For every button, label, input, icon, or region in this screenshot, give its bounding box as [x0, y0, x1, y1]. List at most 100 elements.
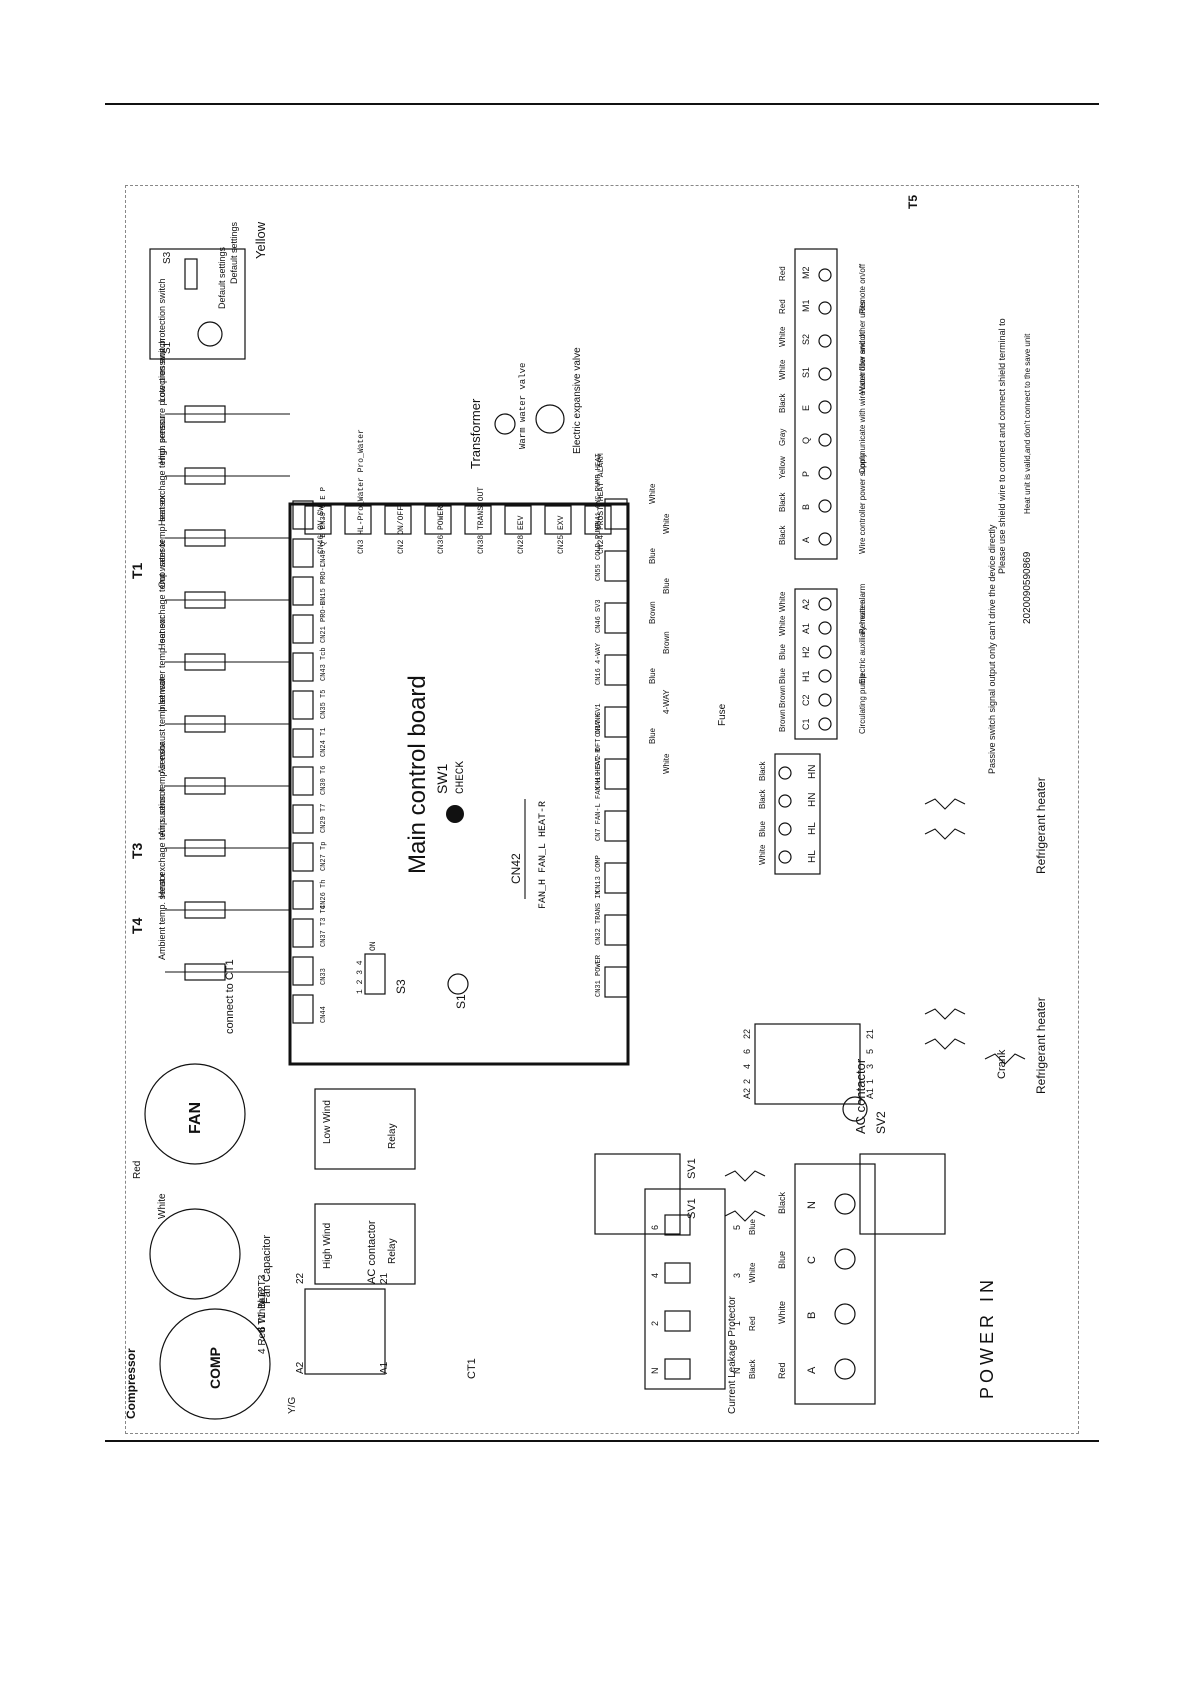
t4-tag: T4: [129, 917, 145, 934]
compressor-motor: [159, 1308, 271, 1420]
mid-relay-a: [594, 1153, 681, 1235]
left-connector-label: CN21 PRO-H: [320, 601, 328, 643]
terminal-wire-label: Brown: [778, 709, 787, 732]
terminal-label: S2: [801, 334, 811, 345]
heater-terminal-label: HL: [807, 850, 818, 863]
mid-relay-b: [859, 1153, 946, 1235]
wiring-svg: Main control board SW1 CHECK S1 S3 ON 1 …: [125, 195, 1048, 1420]
ac-contactor-left-label: AC contactor: [366, 1220, 378, 1284]
leakage-wire-label: Black: [748, 1358, 757, 1379]
top-connector-label: CN24 FROST-HEAT ALARM: [597, 453, 606, 554]
right-connector: [604, 550, 628, 582]
top-connector: [464, 505, 492, 535]
power-screw: [834, 1358, 856, 1380]
terminal-screw: [818, 466, 832, 480]
right-connector: [604, 602, 628, 634]
left-connector: [292, 766, 314, 796]
s3-board-label: S3: [394, 979, 408, 994]
low-wind-relay: [314, 1088, 416, 1170]
terminal-wire-label: Black: [778, 392, 787, 413]
sensor-element: [184, 653, 226, 671]
right-connector-label: CN46 SV3: [595, 599, 603, 633]
sensor-label: Out water temp. sensor: [157, 494, 167, 588]
high-wind-label: High Wind: [322, 1223, 333, 1269]
heater-terminal-label: HN: [807, 793, 818, 807]
transformer-label: Transformer: [468, 398, 483, 469]
right-connector-label: CN32 TRANS IN: [595, 890, 603, 945]
fan-label: FAN: [187, 1102, 204, 1134]
left-connector-label: CN29 T7: [320, 804, 328, 833]
right-connector: [604, 654, 628, 686]
ac-contactor-left: [304, 1288, 386, 1375]
ac-pin-top: 22: [742, 1029, 752, 1039]
left-connector-label: CN44: [320, 1006, 328, 1023]
terminal-label: C1: [801, 718, 811, 730]
power-terminal-label: C: [806, 1256, 818, 1264]
terminal-wire-label: White: [778, 591, 787, 612]
terminal-wire-label: Yellow: [778, 456, 787, 479]
fan-capacitor-label: Fan Capacitor: [261, 1235, 273, 1304]
diagram-frame: [125, 185, 1079, 1434]
terminal-screw: [818, 334, 832, 348]
heat-unit-note: Heat unit is valid,and don't connect to …: [1023, 333, 1032, 514]
ac-left-22: 22: [295, 1272, 306, 1284]
heater-wire-label: Black: [758, 760, 767, 781]
compressor-title: Compressor: [125, 1348, 138, 1419]
header-rule: [105, 103, 1099, 105]
wire-color-label: White: [648, 483, 657, 504]
leakage-num2: 4: [650, 1273, 660, 1278]
check-label: CHECK: [455, 761, 467, 794]
leakage-pole: [664, 1262, 691, 1284]
sensor-label: Air suction temp.sensor: [157, 742, 167, 836]
terminal-wire-label: Red: [778, 299, 787, 314]
mid-terminal-block: [794, 588, 838, 740]
terminal-wire-label: White: [778, 615, 787, 636]
power-screw: [834, 1303, 856, 1325]
heater-terminal-label: HN: [807, 765, 818, 779]
top-connector-label: CN25 EXV: [557, 515, 566, 554]
top-connector-label: CN2 ON/OFF: [397, 506, 406, 554]
terminal-screw: [818, 717, 832, 731]
power-wire-label: Blue: [777, 1251, 787, 1269]
leakage-label: Current Leakage Protector: [727, 1295, 738, 1414]
terminal-screw: [818, 367, 832, 381]
terminal-wire-label: Blue: [778, 667, 787, 684]
right-connector-label: CN55 COLD PUMP: [595, 522, 603, 581]
high-wind-relay: [314, 1203, 416, 1285]
ac-pin-bottom: 5: [865, 1049, 875, 1054]
sensor-label: Heat exchage temp. sensor: [157, 540, 167, 650]
dip-nums: 1 2 3 4: [356, 960, 365, 994]
ac-pin-bottom: 21: [865, 1029, 875, 1039]
heater-terminal-label: HL: [807, 822, 818, 835]
fan-heat-label: FAN_H FAN_L HEAT-R: [538, 801, 549, 909]
right-connector-label: CN41 CYC-PUMP HEAT: [595, 453, 603, 529]
settings-default2: Default settings: [229, 221, 239, 284]
leakage-wire-label: Red: [748, 1316, 757, 1331]
s1-board-label: S1: [454, 994, 468, 1009]
fan-red-label: Red: [132, 1161, 143, 1179]
top-connector: [584, 505, 612, 535]
heater-wire-label: Black: [758, 788, 767, 809]
sensor-label: Heat exchage temp. sensor: [157, 416, 167, 526]
terminal-label: C2: [801, 694, 811, 706]
left-connector: [292, 842, 314, 872]
terminal-screw: [778, 766, 792, 780]
right-connector-label: CN10 SV2 DFT CRANK: [595, 713, 603, 789]
left-connector-label: CN40 Q E P: [320, 525, 328, 567]
terminal-wire-label: White: [778, 326, 787, 347]
left-connector: [292, 500, 314, 530]
sensor-label: Heat exchage temp. sensor: [157, 788, 167, 898]
terminal-wire-label: Blue: [778, 643, 787, 660]
power-terminal: [794, 1163, 876, 1405]
warm-valve-label: Warm water valve: [518, 363, 528, 449]
sw1-label: SW1: [434, 763, 450, 794]
right-connector-label: CN16 4-WAY: [595, 642, 603, 685]
settings-default1: Default settings: [217, 246, 227, 309]
right-connector: [604, 758, 628, 790]
mid-terminals: C1BrownC2BrownH1BlueH2BlueA1WhiteA2White…: [778, 583, 867, 734]
left-connector: [292, 804, 314, 834]
sv1-label-a: SV1: [686, 1158, 698, 1179]
settings-s3: S3: [162, 251, 173, 264]
